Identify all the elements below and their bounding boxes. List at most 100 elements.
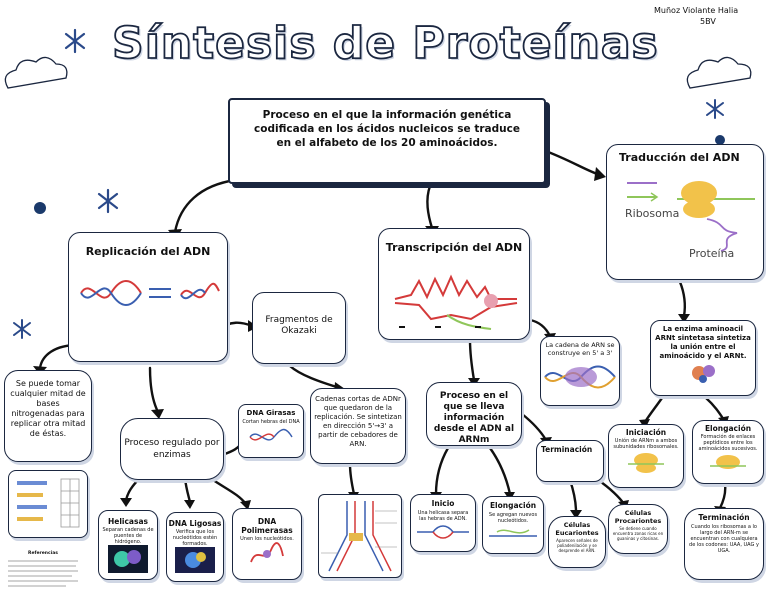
bases-text: Se puede tomar cualquier mitad de bases …	[10, 379, 86, 438]
rna-chain-icon	[544, 365, 616, 389]
girasas-text: Cortan hebras del DNA	[242, 419, 300, 425]
connector-rep-proceso	[148, 366, 160, 414]
elongacion-trans-text: Se agregan nuevos nucleótidos.	[488, 512, 538, 524]
connector-frag-cadenas	[288, 364, 342, 390]
helicase-structure-icon	[108, 545, 148, 573]
helicasas-title: Helicasas	[107, 517, 148, 526]
inicio-trans-title: Inicio	[431, 499, 455, 508]
connector-proc-elong	[488, 446, 512, 496]
okazaki-figure	[318, 494, 402, 578]
transcription-bubble-icon	[394, 274, 518, 330]
arrowhead-icon	[184, 500, 195, 509]
connector-trans-cadena	[528, 318, 552, 338]
definition-text: Proceso en el que la información genétic…	[254, 109, 520, 149]
enzima-box: La enzima aminoacil ARNt sintetasa sinte…	[650, 320, 756, 396]
ligasas-title: DNA Ligosas	[168, 519, 222, 528]
connector-proc-inicio	[434, 446, 450, 496]
replicacion-title: Replicación del ADN	[85, 245, 211, 258]
helicasas-text: Separan cadenas de puentes de hidrógeno.	[102, 527, 154, 545]
arrowhead-icon	[570, 510, 582, 519]
ribosoma-label: Ribosoma	[625, 207, 680, 220]
cloud-icon	[4, 56, 68, 89]
dna-replication-icon	[80, 280, 220, 306]
elongacion-trad-text: Formación de enlaces peptídicos entre lo…	[698, 434, 758, 452]
connector-enz-inic	[643, 396, 664, 424]
connector-term-euc	[568, 478, 578, 514]
eucariontes-title: Células Eucariontes	[555, 521, 599, 537]
inicio-trans-box: Inicio Una helicasa separa las hebras de…	[410, 494, 476, 552]
eucariontes-text: Aparecen señales de poliadenilación y se…	[556, 538, 598, 553]
connector-trans-proceso	[468, 338, 476, 382]
girasas-title: DNA Girasas	[246, 409, 296, 417]
proceso-arnm-box: Proceso en el que se lleva información d…	[426, 382, 522, 446]
iniciacion-title: Iniciación	[625, 428, 667, 437]
star-icon	[13, 319, 31, 339]
connector-elong-term	[718, 482, 727, 510]
page-title: Síntesis de Proteínas	[111, 17, 659, 70]
star-icon	[706, 99, 724, 119]
cadenas-box: Cadenas cortas de ADNr que quedaron de l…	[310, 388, 406, 464]
connector-def-replicacion	[173, 178, 238, 234]
connector-proc-helicasas	[124, 476, 142, 502]
proceso-enzimas-box: Proceso regulado por enzimas	[120, 418, 224, 480]
elongacion-trans-title: Elongación	[489, 501, 537, 510]
enzima-text: La enzima aminoacil ARNt sintetasa sinte…	[655, 325, 751, 360]
elongacion-trad-box: Elongación Formación de enlaces peptídic…	[692, 420, 764, 484]
cadena-arn-box: La cadena de ARN se construye en 5' a 3'	[540, 336, 620, 406]
references-title: Referencias	[28, 551, 58, 556]
elongation-trad-icon	[710, 455, 746, 469]
ligasas-text: Verifica que los nucleótidos estén forma…	[172, 529, 218, 547]
elongacion-trans-box: Elongación Se agregan nuevos nucleótidos…	[482, 496, 544, 554]
eucariontes-box: Células Eucariontes Aparecen señales de …	[548, 516, 606, 568]
fragmentos-box: Fragmentos de Okazaki	[252, 292, 346, 364]
connector-cad-fig	[348, 462, 356, 496]
proteina-label: Proteína	[689, 247, 735, 260]
references-text-lines	[8, 560, 78, 587]
elongation-trans-icon	[489, 529, 537, 537]
arrowhead-icon	[594, 167, 606, 181]
ligasas-box: DNA Ligosas Verifica que los nucleótidos…	[166, 512, 224, 582]
connector-proc-term	[520, 412, 548, 442]
author-name: Muñoz Violante Halia	[654, 6, 739, 15]
terminacion-trad-box: Terminación Cuando los ribosomas a lo la…	[684, 508, 764, 580]
cloud-icon	[686, 56, 752, 89]
girasas-box: DNA Girasas Cortan hebras del DNA	[238, 404, 304, 458]
procariontes-text: Se detiene cuando encuentra zonas ricas …	[612, 526, 664, 541]
connector-trad-enzima	[678, 280, 686, 318]
iniciacion-box: Iniciación Unión de ARNm a ambos subunid…	[608, 424, 684, 488]
transcripcion-card: Transcripción del ADN	[378, 228, 530, 340]
procariontes-title: Células Procariontes	[614, 509, 662, 525]
connector-enz-elong	[704, 396, 726, 422]
elongacion-trad-title: Elongación	[704, 424, 752, 433]
girasa-icon	[249, 428, 293, 441]
dot-icon	[715, 135, 725, 145]
helicase-open-icon	[417, 525, 469, 539]
initiation-icon	[628, 453, 664, 473]
base-pairs-icon	[17, 478, 80, 528]
transcripcion-title: Transcripción del ADN	[385, 241, 523, 254]
connector-def-traduccion	[541, 148, 602, 177]
terminacion-trad-title: Terminación	[698, 513, 750, 522]
cadena-arn-text: La cadena de ARN se construye en 5' a 3'	[545, 341, 615, 357]
terminacion-trans-box: Terminación	[536, 440, 604, 482]
arrowhead-icon	[240, 500, 251, 510]
arrowhead-icon	[120, 498, 132, 507]
polimerasas-title: DNA Polimerasas	[241, 517, 293, 535]
ligase-structure-icon	[175, 547, 215, 573]
proceso-arnm-text: Proceso en el que se lleva información d…	[433, 391, 515, 445]
connector-proc-polim	[208, 476, 248, 506]
proceso-enzimas-text: Proceso regulado por enzimas	[124, 438, 220, 460]
okazaki-fragments-icon	[321, 501, 397, 572]
arrowhead-icon	[151, 409, 164, 419]
synthetase-icon	[692, 365, 715, 383]
connector-proc-ligasas	[183, 476, 192, 504]
helicasas-box: Helicasas Separan cadenas de puentes de …	[98, 510, 158, 580]
polimerasas-text: Unen los nucleótidos.	[240, 536, 294, 542]
connector-def-transcripcion	[426, 184, 434, 230]
bases-figure	[8, 470, 88, 538]
star-icon	[64, 28, 86, 54]
definition-box: Proceso en el que la información genétic…	[228, 98, 546, 184]
inicio-trans-text: Una helicasa separa las hebras de ADN.	[417, 510, 469, 522]
traduccion-card: Traducción del ADN Ribosoma Proteína	[606, 144, 764, 280]
terminacion-trans-title: Terminación	[541, 445, 593, 454]
